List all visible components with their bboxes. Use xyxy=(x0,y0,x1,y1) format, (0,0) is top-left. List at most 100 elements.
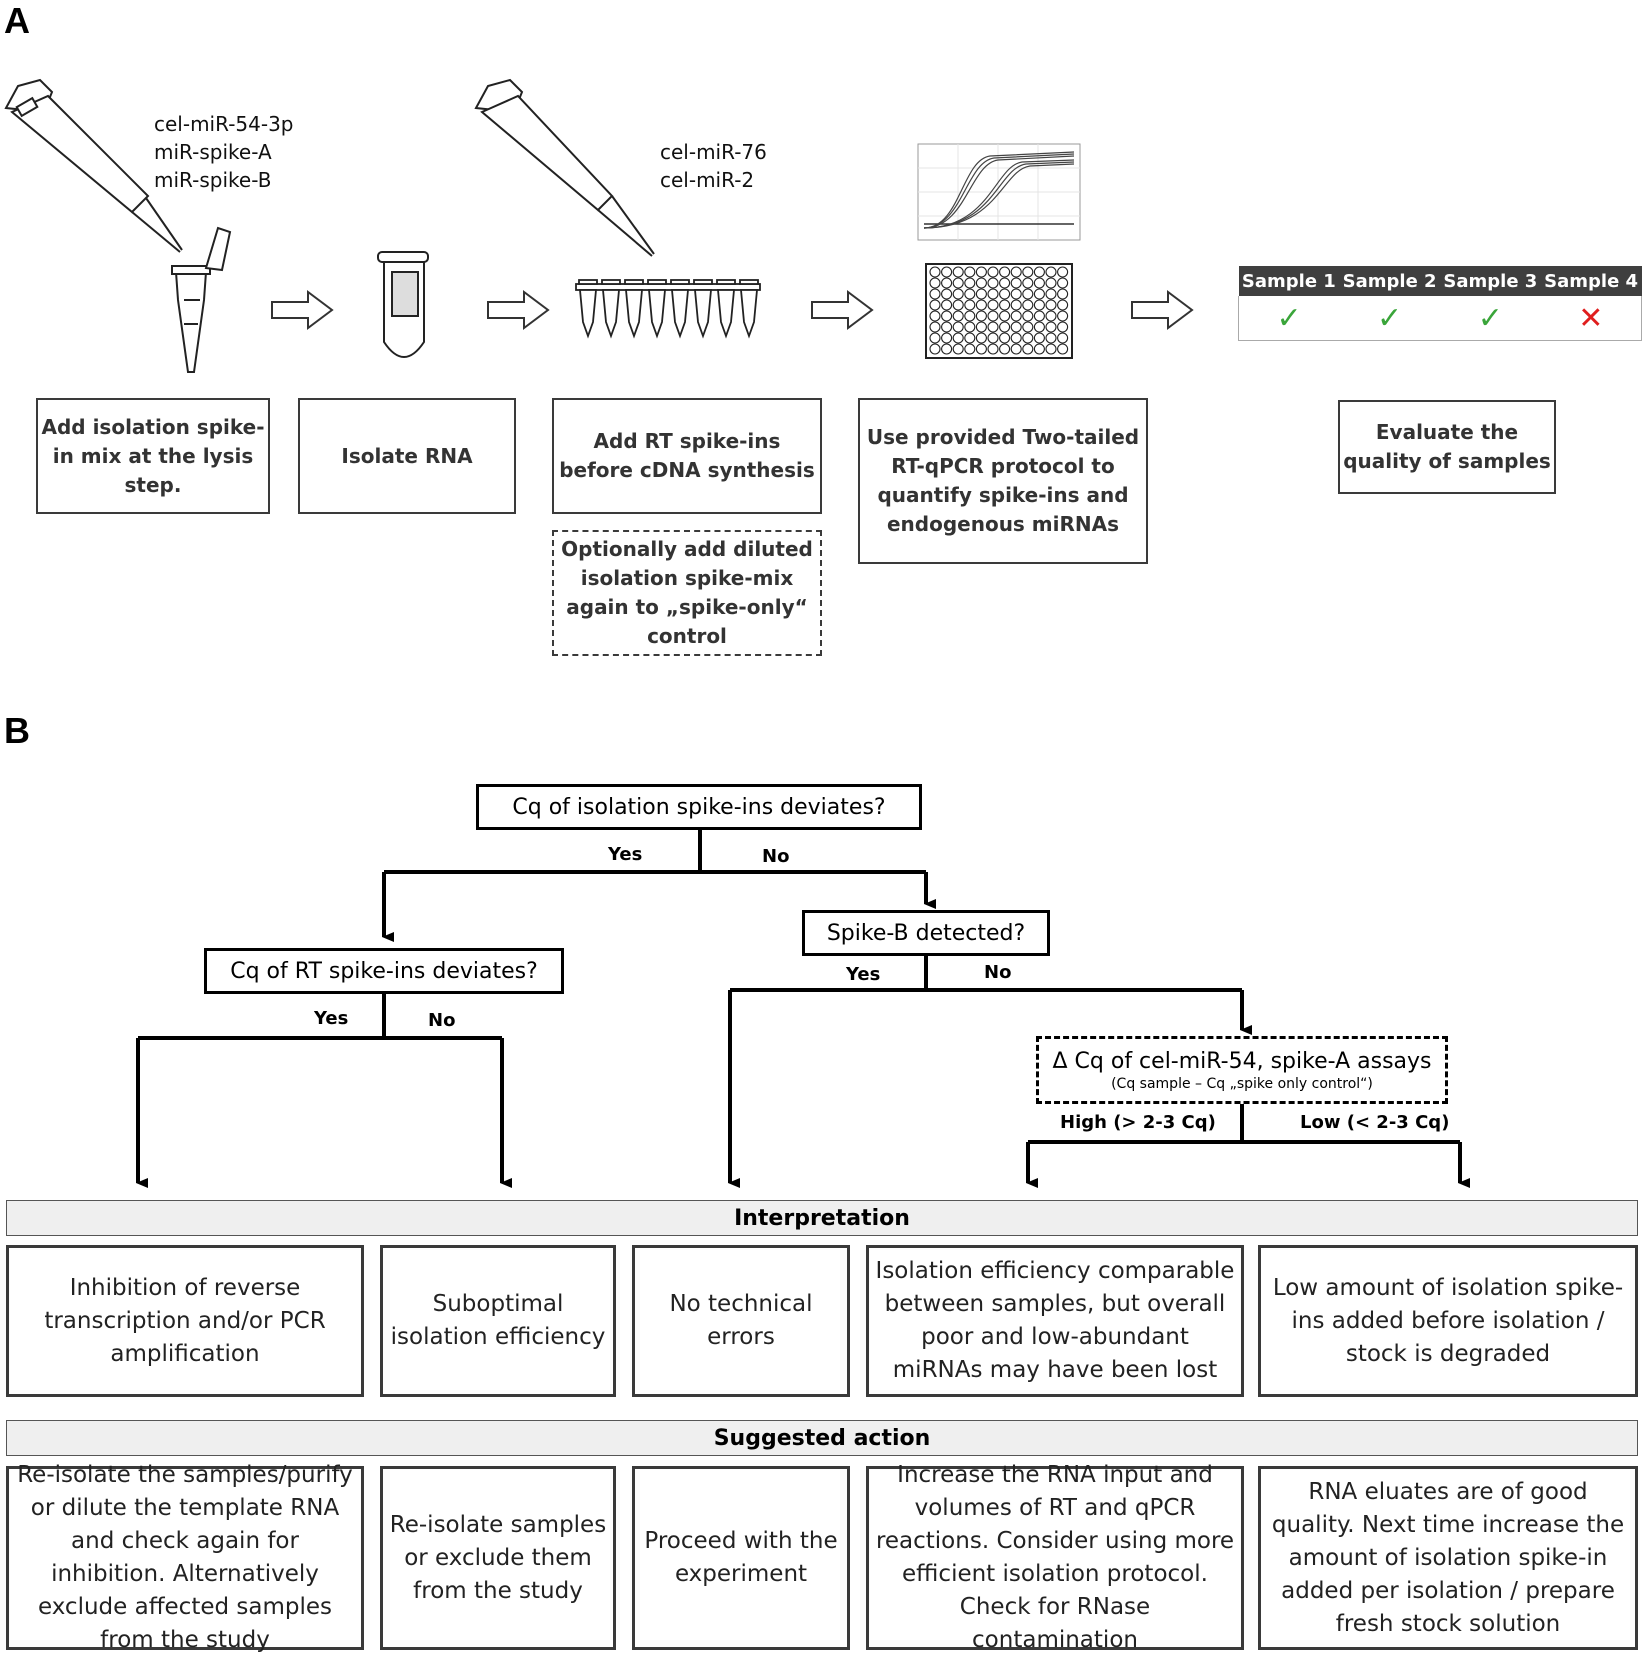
well-icon xyxy=(999,332,1011,344)
arrow-icon xyxy=(271,290,334,330)
well-icon xyxy=(952,299,964,311)
pcr-tube-icon xyxy=(671,289,689,339)
well-icon xyxy=(975,288,987,300)
action-reisolate-exclude: Re-isolate samples or exclude them from … xyxy=(380,1466,616,1650)
well-icon xyxy=(987,332,999,344)
well-icon xyxy=(1033,310,1045,322)
well-icon xyxy=(1010,332,1022,344)
well-icon xyxy=(941,288,953,300)
well-icon xyxy=(1045,299,1057,311)
well-icon xyxy=(952,277,964,289)
pcr-tube-icon xyxy=(717,289,735,339)
well-icon xyxy=(941,299,953,311)
pcr-tube-icon xyxy=(648,289,666,339)
tube-cap-icon xyxy=(624,279,644,285)
well-plate-icon xyxy=(925,263,1073,359)
pcr-tube-icon xyxy=(602,289,620,339)
interpretation-header: Interpretation xyxy=(6,1200,1638,1236)
step-isolate-rna: Isolate RNA xyxy=(298,398,516,514)
question-isolation-spike-deviates: Cq of isolation spike-ins deviates? xyxy=(476,784,922,830)
well-icon xyxy=(929,288,941,300)
well-icon xyxy=(1057,277,1069,289)
step-optional-spike-only: Optionally add diluted isolation spike-m… xyxy=(552,530,822,656)
well-icon xyxy=(964,332,976,344)
branch-label-yes: Yes xyxy=(314,1008,349,1029)
tube-cap-icon xyxy=(601,279,621,285)
well-icon xyxy=(1033,299,1045,311)
well-icon xyxy=(964,266,976,278)
action-increase-input: Increase the RNA input and volumes of RT… xyxy=(866,1462,1244,1653)
reagent-label: cel-miR-76 xyxy=(660,140,767,164)
amplification-plot-icon xyxy=(917,143,1081,241)
arrow-icon xyxy=(487,290,550,330)
panel-a-letter: A xyxy=(4,0,30,41)
well-icon xyxy=(952,321,964,333)
rt-spike-list: cel-miR-76 cel-miR-2 xyxy=(660,138,767,194)
microtube-icon xyxy=(171,226,232,373)
step-add-rt-spike: Add RT spike-ins before cDNA synthesis xyxy=(552,398,822,514)
panel-b-letter: B xyxy=(4,710,30,751)
well-icon xyxy=(975,266,987,278)
well-icon xyxy=(1010,343,1022,355)
reagent-label: miR-spike-B xyxy=(154,168,272,192)
question-delta-cq: Δ Cq of cel-miR-54, spike-A assays (Cq s… xyxy=(1036,1036,1448,1104)
branch-label-yes: Yes xyxy=(608,844,643,865)
well-icon xyxy=(1033,343,1045,355)
branch-label-low: Low (< 2-3 Cq) xyxy=(1300,1112,1450,1133)
well-icon xyxy=(975,277,987,289)
pipette-icon xyxy=(474,78,655,257)
pcr-strip-icon xyxy=(575,279,761,339)
well-icon xyxy=(952,332,964,344)
reagent-label: miR-spike-A xyxy=(154,140,272,164)
well-icon xyxy=(952,310,964,322)
well-icon xyxy=(1010,288,1022,300)
step-evaluate-quality: Evaluate the quality of samples xyxy=(1338,400,1556,494)
well-icon xyxy=(1010,266,1022,278)
well-icon xyxy=(964,277,976,289)
well-icon xyxy=(929,277,941,289)
well-icon xyxy=(999,310,1011,322)
well-icon xyxy=(941,332,953,344)
well-icon xyxy=(1057,299,1069,311)
action-good-quality: RNA eluates are of good quality. Next ti… xyxy=(1258,1466,1638,1650)
question-rt-spike-deviates: Cq of RT spike-ins deviates? xyxy=(204,948,564,994)
well-icon xyxy=(1010,321,1022,333)
branch-label-no: No xyxy=(762,846,790,867)
well-icon xyxy=(975,343,987,355)
well-icon xyxy=(964,343,976,355)
well-icon xyxy=(1022,310,1034,322)
well-icon xyxy=(952,288,964,300)
well-icon xyxy=(1022,299,1034,311)
well-icon xyxy=(1033,266,1045,278)
arrow-icon xyxy=(811,290,874,330)
action-proceed: Proceed with the experiment xyxy=(632,1466,850,1650)
interpretation-inhibition: Inhibition of reverse transcription and/… xyxy=(6,1245,364,1397)
delta-cq-title: Δ Cq of cel-miR-54, spike-A assays xyxy=(1052,1048,1432,1074)
tube-cap-icon xyxy=(647,279,667,285)
well-icon xyxy=(1057,343,1069,355)
well-icon xyxy=(929,310,941,322)
check-icon: ✓ xyxy=(1377,300,1403,336)
delta-cq-subtitle: (Cq sample – Cq „spike only control“) xyxy=(1111,1075,1373,1092)
well-icon xyxy=(1022,343,1034,355)
well-icon xyxy=(929,299,941,311)
well-icon xyxy=(975,321,987,333)
check-icon: ✓ xyxy=(1276,300,1302,336)
well-icon xyxy=(1033,321,1045,333)
sample-header: Sample 2 xyxy=(1339,266,1440,296)
well-icon xyxy=(1010,299,1022,311)
well-icon xyxy=(941,321,953,333)
well-icon xyxy=(1010,277,1022,289)
well-icon xyxy=(975,299,987,311)
reagent-label: cel-miR-54-3p xyxy=(154,112,294,136)
sample-header: Sample 1 xyxy=(1238,266,1340,296)
well-icon xyxy=(964,321,976,333)
well-icon xyxy=(987,310,999,322)
well-icon xyxy=(975,310,987,322)
branch-label-no: No xyxy=(984,962,1012,983)
well-icon xyxy=(987,321,999,333)
well-icon xyxy=(941,343,953,355)
action-reisolate-purify: Re-isolate the samples/purify or dilute … xyxy=(6,1462,364,1653)
well-icon xyxy=(1045,343,1057,355)
panel-a-illustrations xyxy=(4,78,1194,373)
